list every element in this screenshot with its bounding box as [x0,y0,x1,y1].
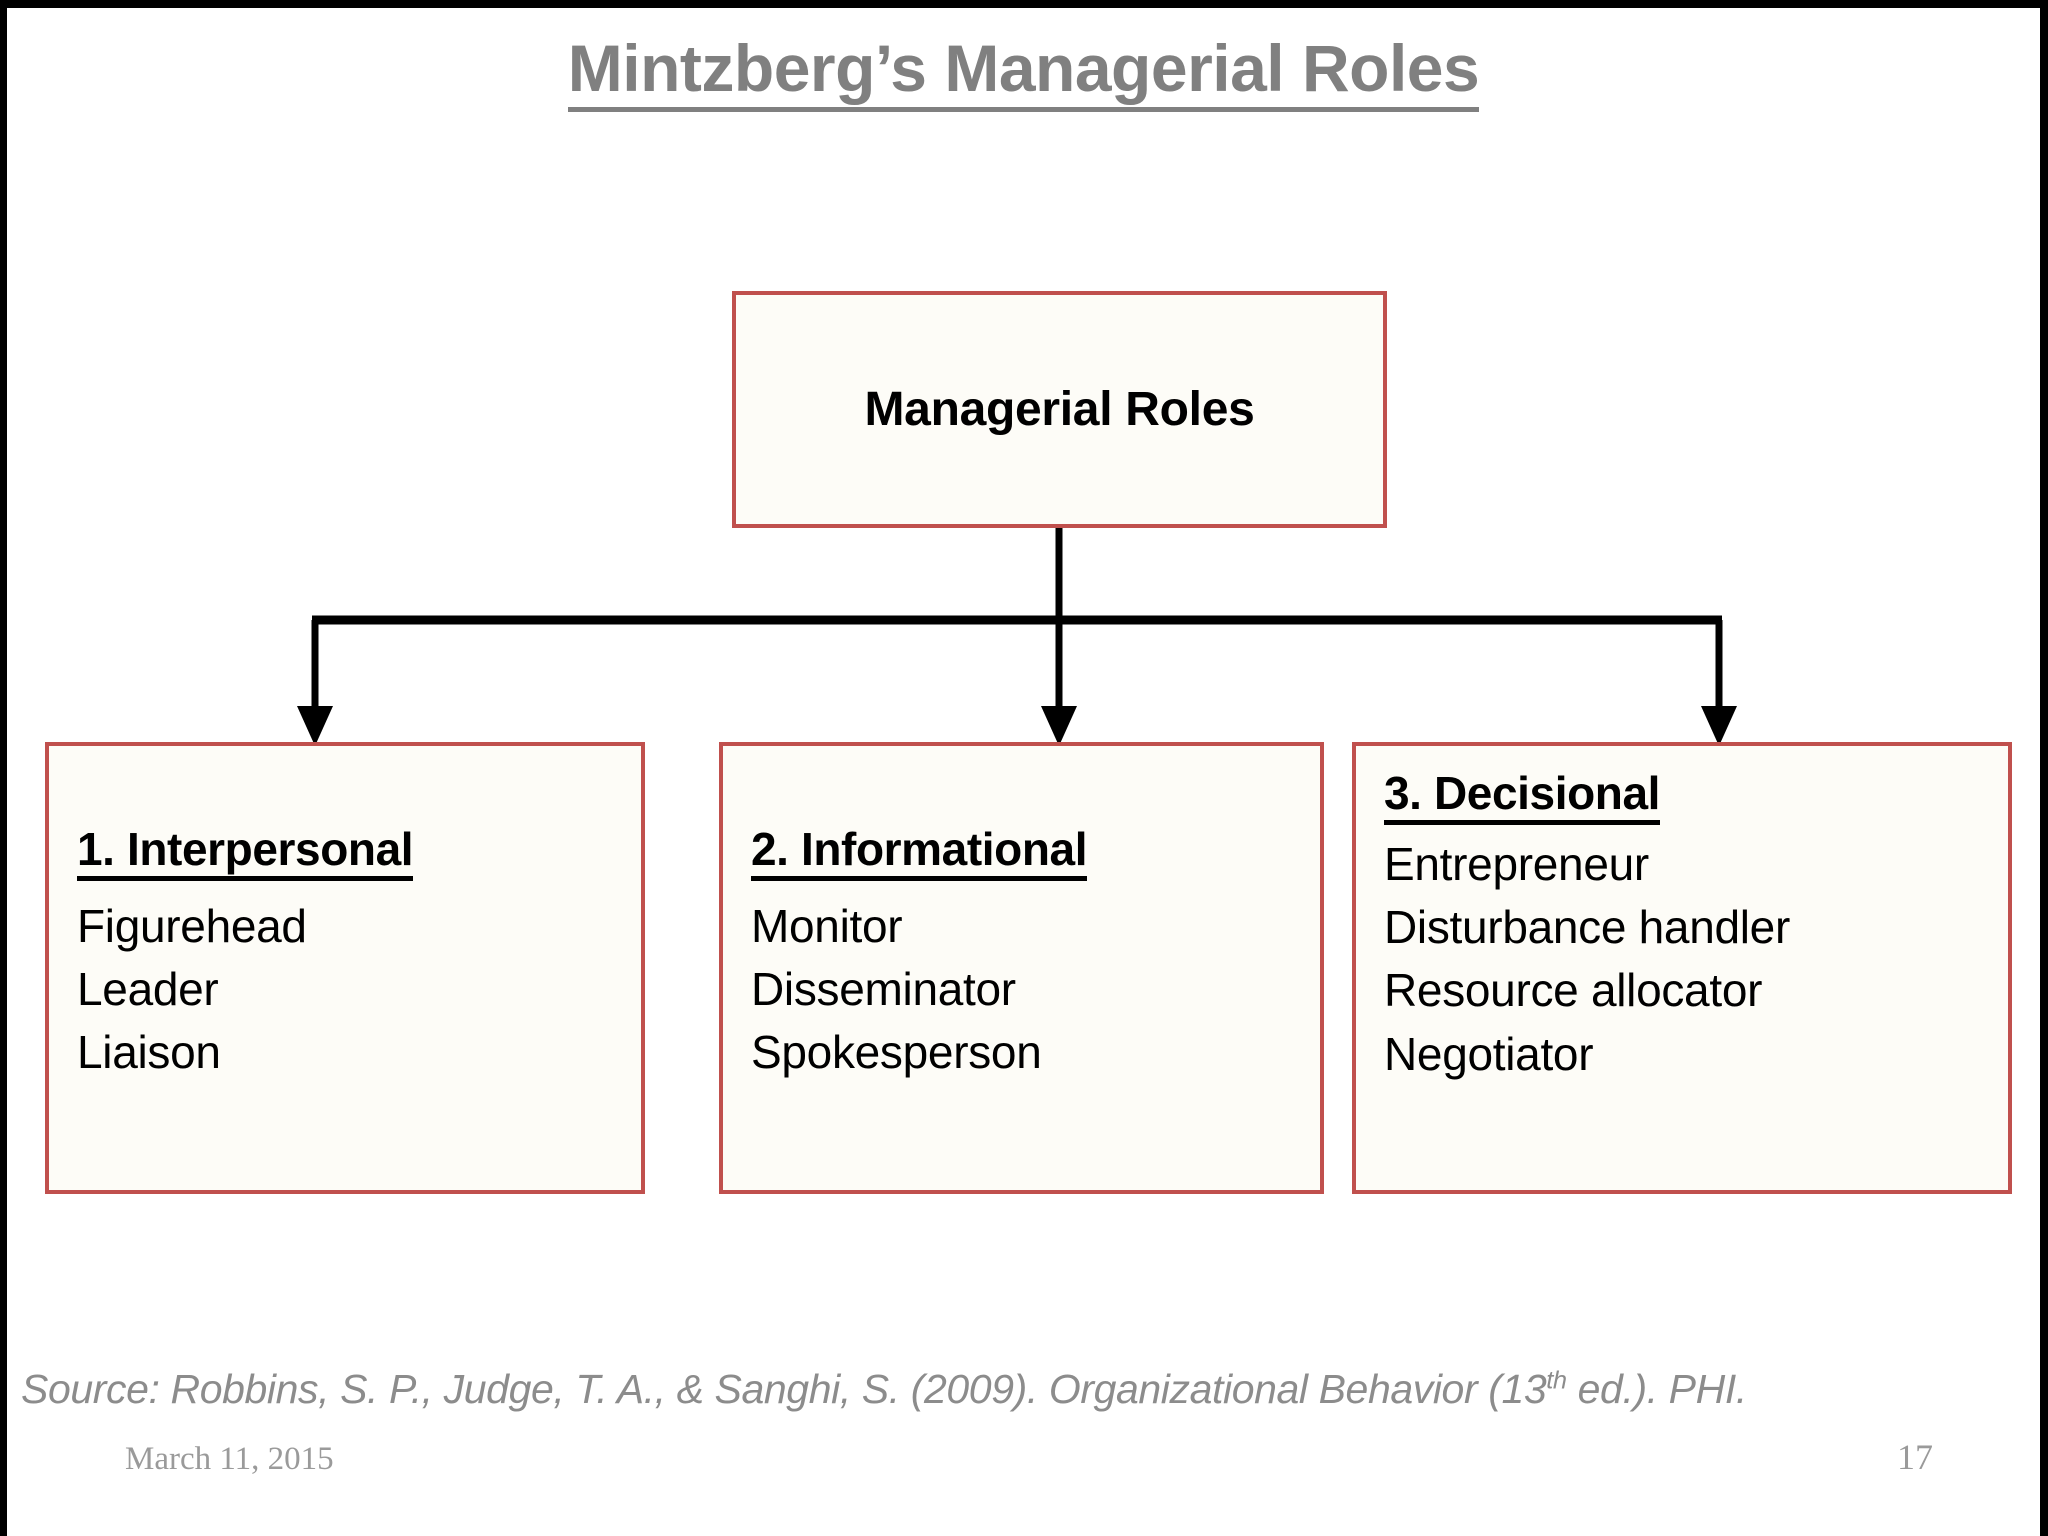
page-title: Mintzberg’s Managerial Roles [7,30,2040,113]
category-box-interpersonal: 1. Interpersonal Figurehead Leader Liais… [45,742,645,1194]
source-suffix: ed.). PHI. [1566,1366,1748,1412]
role-item: Negotiator [1384,1027,1594,1080]
role-item: Monitor [751,899,903,952]
root-node-box: Managerial Roles [732,291,1387,528]
source-ordinal-suffix: th [1546,1366,1567,1395]
slide-page-number: 17 [1897,1437,1933,1477]
source-prefix: Source: Robbins, S. P., Judge, T. A., & … [21,1366,1547,1412]
category-box-decisional: 3. Decisional Entrepreneur Disturbance h… [1352,742,2012,1194]
category-heading-wrap: 3. Decisional [1384,767,1994,825]
role-item: Leader [77,962,219,1015]
category-heading: 3. Decisional [1384,767,1660,825]
category-heading-wrap: 2. Informational [751,823,1306,881]
role-item: Entrepreneur [1384,837,1649,890]
role-item: Resource allocator [1384,964,1763,1017]
slide-date: March 11, 2015 [125,1441,334,1477]
category-heading: 2. Informational [751,823,1087,881]
category-content: 3. Decisional Entrepreneur Disturbance h… [1384,746,1994,1086]
category-heading: 1. Interpersonal [77,823,414,881]
root-node-label: Managerial Roles [864,383,1255,436]
role-item: Disseminator [751,962,1016,1015]
category-content: 2. Informational Monitor Disseminator Sp… [751,746,1306,1085]
role-item: Disturbance handler [1384,900,1790,953]
role-item: Liaison [77,1026,221,1079]
source-citation: Source: Robbins, S. P., Judge, T. A., & … [21,1366,1747,1413]
role-item: Spokesperson [751,1026,1042,1079]
category-content: 1. Interpersonal Figurehead Leader Liais… [77,746,627,1085]
category-heading-wrap: 1. Interpersonal [77,823,627,881]
page-title-text: Mintzberg’s Managerial Roles [567,33,1480,113]
category-box-informational: 2. Informational Monitor Disseminator Sp… [719,742,1324,1194]
role-item: Figurehead [77,899,307,952]
